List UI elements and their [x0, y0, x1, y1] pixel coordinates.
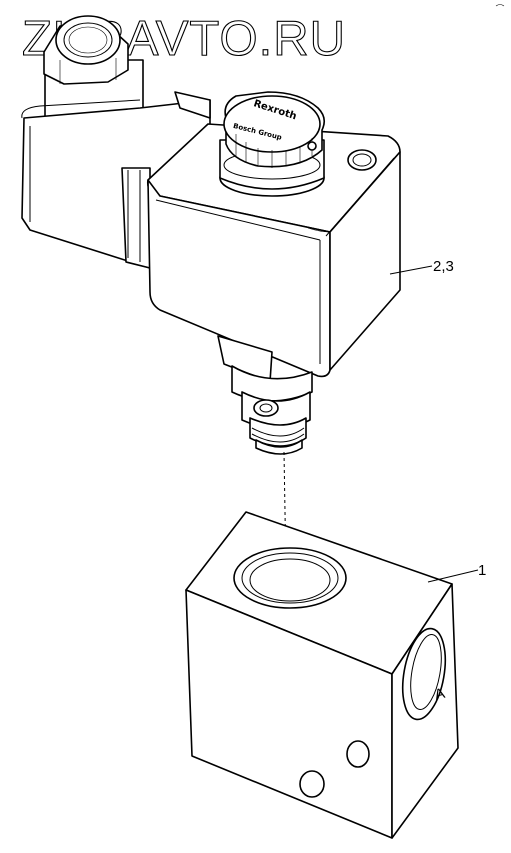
manual-override-knob: Rexroth Bosch Group — [219, 91, 326, 197]
assembly-axis-line — [283, 451, 287, 573]
callout-block: 1 — [427, 562, 486, 583]
port-label-a: A — [433, 685, 447, 704]
valve-body-block: A — [185, 511, 459, 839]
coil-connector — [43, 15, 144, 143]
corner-mark — [495, 4, 505, 7]
callout-solenoid: 2,3 — [389, 258, 454, 275]
callout-label-block: 1 — [478, 562, 486, 579]
callout-label-solenoid: 2,3 — [433, 258, 454, 275]
valve-cartridge — [217, 335, 313, 455]
